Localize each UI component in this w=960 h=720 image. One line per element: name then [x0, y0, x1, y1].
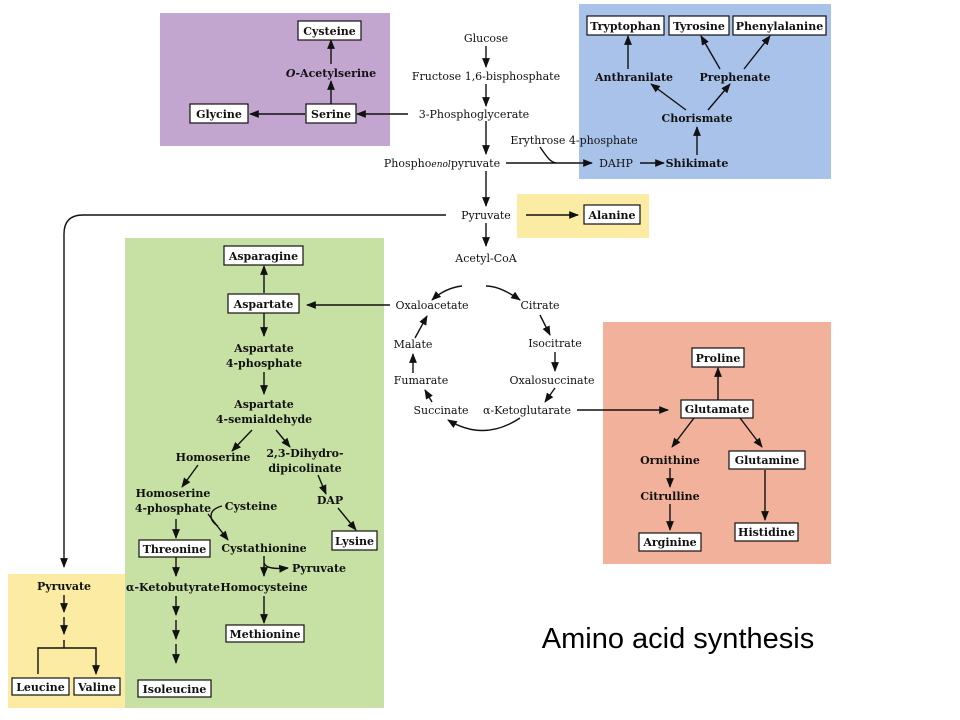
label-glucose: Glucose: [464, 32, 508, 45]
label-erythrose: Erythrose 4-phosphate: [510, 134, 637, 147]
label-homocysteine: Homocysteine: [220, 581, 307, 594]
arrows: [37, 35, 771, 675]
product-threonine: Threonine: [143, 543, 207, 556]
product-tyrosine: Tyrosine: [673, 20, 725, 33]
label-ornithine: Ornithine: [640, 454, 700, 467]
product-phenylalanine: Phenylalanine: [736, 20, 823, 33]
label-citrate: Citrate: [520, 299, 559, 312]
product-valine: Valine: [77, 681, 116, 694]
product-arginine: Arginine: [642, 536, 696, 549]
product-alanine: Alanine: [587, 209, 635, 222]
label-oxaloacetate: Oxaloacetate: [395, 299, 468, 312]
intermediate-labels: Glucose Fructose 1,6-bisphosphate 3-Phos…: [37, 32, 814, 655]
label-pyruvate-green: Pyruvate: [292, 562, 346, 575]
label-dihydrodipicolinate-2: dipicolinate: [268, 462, 341, 475]
label-dahp: DAHP: [599, 157, 633, 170]
label-homoserine-4-phosphate-2: 4-phosphate: [135, 502, 211, 515]
product-lysine: Lysine: [335, 535, 374, 548]
label-phosphoglycerate: 3-Phosphoglycerate: [419, 108, 529, 121]
product-asparagine: Asparagine: [228, 250, 298, 263]
label-pep: Phosphoenolpyruvate: [384, 157, 500, 170]
label-cystathionine: Cystathionine: [221, 542, 306, 555]
label-shikimate: Shikimate: [666, 157, 729, 170]
product-aspartate: Aspartate: [233, 298, 294, 311]
product-isoleucine: Isoleucine: [143, 683, 207, 696]
label-chorismate: Chorismate: [661, 112, 732, 125]
label-pyruvate: Pyruvate: [461, 209, 511, 222]
label-aspartate-4-phosphate-1: Aspartate: [233, 342, 294, 355]
product-tryptophan: Tryptophan: [590, 20, 661, 33]
label-dap: DAP: [317, 494, 343, 507]
product-proline: Proline: [696, 352, 741, 365]
label-alpha-ketoglutarate: α-Ketoglutarate: [483, 404, 571, 417]
label-pyruvate-bottom-left: Pyruvate: [37, 580, 91, 593]
label-homoserine: Homoserine: [176, 451, 251, 464]
label-dihydrodipicolinate-1: 2,3-Dihydro-: [266, 447, 343, 460]
label-fumarate: Fumarate: [394, 374, 448, 387]
label-acetylcoa: Acetyl-CoA: [454, 252, 518, 265]
label-aspartate-semialdehyde-2: 4-semialdehyde: [216, 413, 312, 426]
label-oxalosuccinate: Oxalosuccinate: [509, 374, 594, 387]
product-serine: Serine: [311, 108, 351, 121]
product-glycine: Glycine: [196, 108, 242, 121]
label-anthranilate: Anthranilate: [594, 71, 673, 84]
label-cysteine-green: Cysteine: [225, 500, 278, 513]
label-aspartate-semialdehyde-1: Aspartate: [233, 398, 294, 411]
label-o-acetylserine: O-Acetylserine: [286, 67, 376, 80]
label-homoserine-4-phosphate-1: Homoserine: [136, 487, 211, 500]
product-leucine: Leucine: [16, 681, 65, 694]
product-glutamate: Glutamate: [685, 403, 750, 416]
product-glutamine: Glutamine: [735, 454, 800, 467]
product-histidine: Histidine: [738, 526, 795, 539]
label-fructose: Fructose 1,6-bisphosphate: [412, 70, 560, 83]
label-succinate: Succinate: [413, 404, 468, 417]
product-methionine: Methionine: [230, 628, 301, 641]
figure-title: Amino acid synthesis: [542, 623, 814, 655]
label-prephenate: Prephenate: [700, 71, 771, 84]
product-boxes: Cysteine Glycine Serine Tryptophan Tyros…: [11, 15, 827, 698]
product-cysteine: Cysteine: [303, 25, 356, 38]
label-malate: Malate: [394, 338, 433, 351]
label-alpha-ketobutyrate: α-Ketobutyrate: [126, 581, 220, 594]
label-citrulline: Citrulline: [640, 490, 699, 503]
label-isocitrate: Isocitrate: [528, 337, 581, 350]
label-aspartate-4-phosphate-2: 4-phosphate: [226, 357, 302, 370]
